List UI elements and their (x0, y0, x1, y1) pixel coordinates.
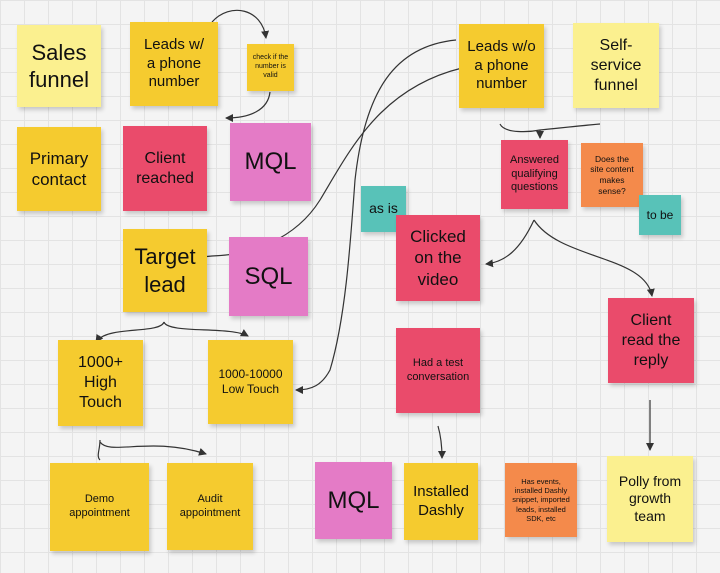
sticky-high-touch[interactable]: 1000+ High Touch (58, 340, 143, 426)
sticky-sql[interactable]: SQL (229, 237, 308, 316)
connector-high-to-appointments (97, 439, 206, 460)
sticky-mql-bottom[interactable]: MQL (315, 462, 392, 539)
sticky-leads-with-phone[interactable]: Leads w/ a phone number (130, 22, 218, 106)
sticky-client-read-reply[interactable]: Client read the reply (608, 298, 694, 383)
sticky-client-reached[interactable]: Client reached (123, 126, 207, 211)
sticky-self-service-funnel[interactable]: Self- service funnel (573, 23, 659, 108)
sticky-check-number-valid[interactable]: check if the number is valid (247, 44, 294, 91)
sticky-demo-appointment[interactable]: Demo appointment (50, 463, 149, 551)
connector-funnels-to-answered (499, 123, 601, 138)
sticky-audit-appointment[interactable]: Audit appointment (167, 463, 253, 550)
connector-test-to-installed (437, 425, 446, 459)
sticky-clicked-on-video[interactable]: Clicked on the video (396, 215, 480, 301)
sticky-mql-top[interactable]: MQL (230, 123, 311, 201)
sticky-installed-dashly[interactable]: Installed Dashly (404, 463, 478, 540)
sticky-primary-contact[interactable]: Primary contact (17, 127, 101, 211)
connector-answered-to-clicked (485, 219, 535, 268)
connector-check-to-client-reached (225, 91, 271, 122)
sticky-has-events[interactable]: Has events, installed Dashly snippet, im… (505, 463, 577, 537)
sticky-test-conversation[interactable]: Had a test conversation (396, 328, 480, 413)
sticky-answered-qualifying-questions[interactable]: Answered qualifying questions (501, 140, 568, 209)
connector-target-split (97, 321, 248, 340)
connector-leads-to-check (211, 9, 270, 39)
sticky-polly-growth-team[interactable]: Polly from growth team (607, 456, 693, 542)
sticky-site-content-sense[interactable]: Does the site content makes sense? (581, 143, 643, 207)
sticky-low-touch[interactable]: 1000-10000 Low Touch (208, 340, 293, 424)
sticky-sales-funnel[interactable]: Sales funnel (17, 25, 101, 107)
sticky-leads-without-phone[interactable]: Leads w/o a phone number (459, 24, 544, 108)
connector-answered-to-read-reply (533, 219, 655, 297)
sticky-target-lead[interactable]: Target lead (123, 229, 207, 312)
sticky-to-be[interactable]: to be (639, 195, 681, 235)
